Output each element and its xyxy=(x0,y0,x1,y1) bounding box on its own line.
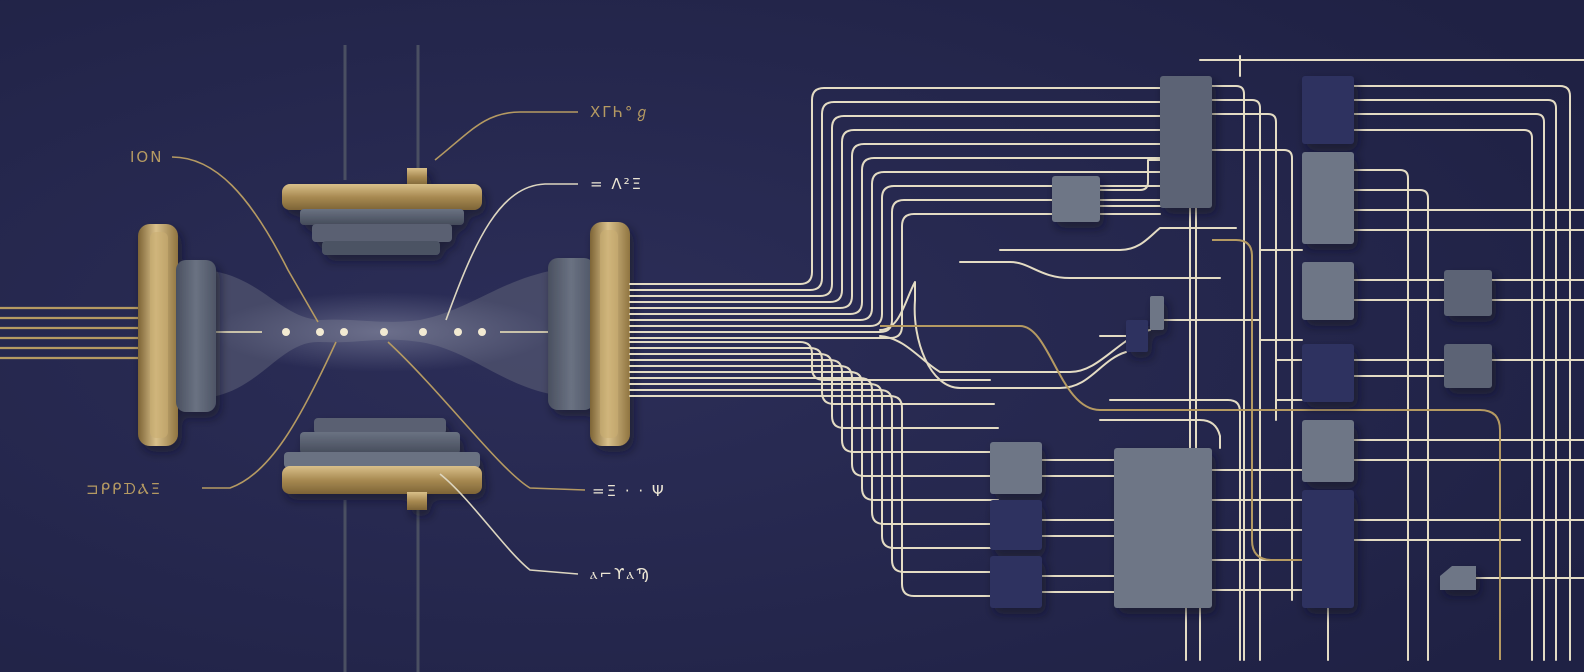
circuit-trace xyxy=(629,213,1161,339)
label-right-upper: = Ʌ²Ξ xyxy=(590,175,643,193)
ion xyxy=(419,328,427,336)
label-bottom-right: ⲁ⌐ϒⲁϠ xyxy=(590,565,651,583)
circuit-trace xyxy=(629,371,999,501)
ion xyxy=(478,328,486,336)
label-top-right: XΓҺ°ℊ xyxy=(590,103,651,122)
circuit-trace xyxy=(629,143,1161,309)
circuit-trace xyxy=(629,395,991,597)
circuit-block xyxy=(1126,320,1148,352)
support-rods xyxy=(343,45,420,672)
circuit-block xyxy=(990,556,1042,608)
circuit-trace xyxy=(629,129,1161,303)
circuit-trace xyxy=(629,87,1161,285)
circuit-trace xyxy=(629,171,1161,321)
circuit-trace xyxy=(629,157,1161,315)
circuit-block xyxy=(1302,344,1354,402)
circuit-block xyxy=(1302,490,1354,608)
circuit-block xyxy=(990,442,1042,494)
circuit-block xyxy=(1150,296,1164,330)
circuit-trace xyxy=(1199,55,1584,77)
circuit-trace xyxy=(880,325,1501,660)
circuit-trace xyxy=(1353,169,1409,661)
circuit-block xyxy=(1160,76,1212,208)
circuit-trace xyxy=(1211,113,1277,421)
left-endcap-electrode xyxy=(138,224,216,446)
top-electrode xyxy=(282,168,482,255)
annotation-leaders xyxy=(171,111,586,575)
right-endcap-electrode xyxy=(548,222,630,446)
ion xyxy=(454,328,462,336)
circuit-trace xyxy=(629,199,1161,333)
circuit-trace xyxy=(629,365,995,477)
circuit-block xyxy=(1302,420,1354,482)
circuit-trace xyxy=(1099,419,1221,449)
circuit-trace xyxy=(1211,99,1261,661)
circuit-block xyxy=(990,500,1042,550)
circuit-trace xyxy=(629,359,991,453)
circuit-trace xyxy=(1353,99,1557,661)
ion xyxy=(340,328,348,336)
circuit-block xyxy=(1302,152,1354,244)
circuit-trace xyxy=(629,115,1161,297)
circuit-trace xyxy=(629,101,1161,291)
circuit-trace xyxy=(959,261,1221,279)
circuit-trace xyxy=(1211,149,1293,601)
circuit-trace xyxy=(1109,399,1241,661)
label-left-lower: ⊐ᑭᑭᗪⲀΞ xyxy=(86,480,162,498)
ion xyxy=(316,328,324,336)
ion xyxy=(380,328,388,336)
ion xyxy=(282,328,290,336)
circuit-block xyxy=(1440,566,1476,590)
circuit-block xyxy=(1302,76,1354,144)
circuit-trace xyxy=(629,389,999,573)
circuit-trace xyxy=(999,227,1237,251)
circuit-traces-gold xyxy=(880,239,1501,660)
circuit-block xyxy=(1444,344,1492,388)
ion-chain xyxy=(282,328,486,336)
circuit-trace xyxy=(1353,113,1545,661)
circuit-block xyxy=(1114,448,1212,608)
circuit-trace xyxy=(1212,239,1302,561)
input-wires xyxy=(0,306,150,360)
circuit-trace xyxy=(1211,85,1245,661)
circuit-trace xyxy=(1353,85,1571,661)
circuit-block xyxy=(1302,262,1354,320)
label-right-lower: =Ξ · · Ψ xyxy=(592,482,666,500)
circuit-trace xyxy=(629,185,1161,327)
circuit-trace xyxy=(629,347,995,405)
circuit-trace xyxy=(1099,159,1161,191)
circuit-trace xyxy=(629,383,995,549)
bottom-electrode xyxy=(282,418,482,510)
label-ion: ION xyxy=(130,148,163,166)
circuit-blocks xyxy=(990,76,1492,608)
circuit-trace xyxy=(1353,189,1429,661)
circuit-block xyxy=(1444,270,1492,316)
circuit-trace xyxy=(1353,129,1533,661)
circuit-trace xyxy=(629,377,991,525)
circuit-block xyxy=(1052,176,1100,222)
